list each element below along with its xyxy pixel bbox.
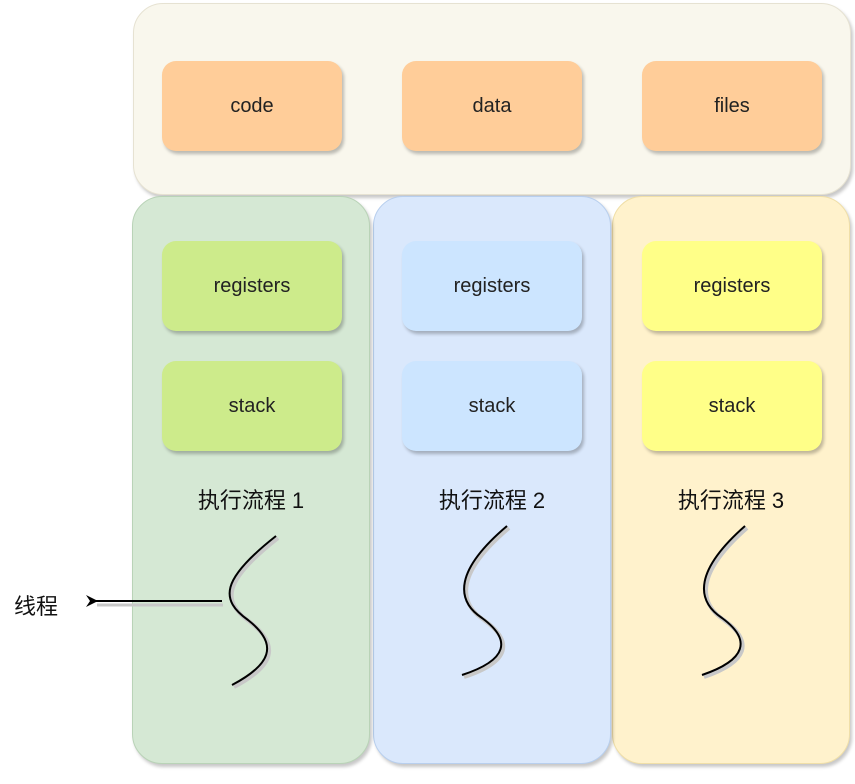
thread-3-label: 执行流程 3: [677, 488, 785, 513]
thread-1-stack-label: stack: [228, 394, 276, 417]
thread-1-registers-label: registers: [213, 274, 291, 297]
code-box: code: [162, 61, 342, 151]
squiggle-thread-icon: [461, 525, 511, 679]
thread-2-label: 执行流程 2: [438, 488, 546, 513]
thread-2-stack-label: stack: [468, 394, 516, 417]
thread-3-stack-box: stack: [642, 361, 822, 451]
squiggle-thread-icon: [701, 525, 749, 679]
thread-1-registers-box: registers: [162, 241, 342, 331]
thread-2-registers-box: registers: [402, 241, 582, 331]
thread-1-stack-box: stack: [162, 361, 342, 451]
thread-arrow: [86, 595, 223, 607]
files-box: files: [642, 61, 822, 151]
files-label: files: [714, 94, 750, 117]
data-label: data: [472, 94, 512, 117]
thread-2-registers-label: registers: [453, 274, 531, 297]
thread-3-registers-label: registers: [693, 274, 771, 297]
thread-1-label: 执行流程 1: [197, 488, 305, 513]
code-label: code: [230, 94, 274, 117]
thread-3-stack-label: stack: [708, 394, 756, 417]
thread-2-stack-box: stack: [402, 361, 582, 451]
thread-annotation-label: 线程: [14, 594, 59, 619]
thread-3-registers-box: registers: [642, 241, 822, 331]
data-box: data: [402, 61, 582, 151]
squiggle-thread-icon: [228, 535, 280, 689]
